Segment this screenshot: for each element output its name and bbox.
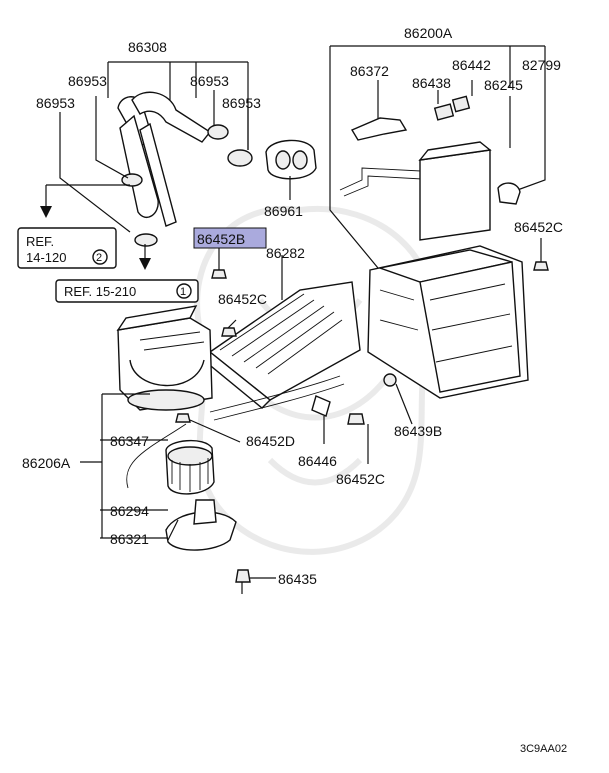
part-grommet — [265, 139, 317, 200]
ref1-line1: REF. — [26, 234, 54, 249]
label-86953-d: 86953 — [222, 95, 261, 111]
ref2-text: REF. 15-210 — [64, 284, 136, 299]
down-arrow-icon-2 — [139, 258, 151, 270]
label-86953-a: 86953 — [68, 73, 107, 89]
label-86452D: 86452D — [246, 433, 295, 449]
screw-86452B — [211, 269, 227, 279]
ref1-line2: 14-120 — [26, 250, 66, 265]
label-86347: 86347 — [110, 433, 149, 449]
blower-motor — [165, 440, 276, 594]
highlight-86452B — [193, 227, 267, 249]
label-86321: 86321 — [110, 531, 149, 547]
label-86282: 86282 — [266, 245, 305, 261]
label-86439B: 86439B — [394, 423, 442, 439]
label-86953-c: 86953 — [36, 95, 75, 111]
ref-box-1: REF. 14-120 2 — [17, 227, 117, 269]
label-86452C-a: 86452C — [514, 219, 563, 235]
label-82799: 82799 — [522, 57, 561, 73]
label-86452B: 86452B — [197, 231, 245, 247]
figure-code: 3C9AA02 — [520, 743, 567, 755]
label-86442: 86442 — [452, 57, 491, 73]
ref1-circle-num: 2 — [96, 252, 102, 264]
label-86452C-b: 86452C — [218, 291, 267, 307]
label-86200A: 86200A — [404, 25, 453, 41]
label-86446: 86446 — [298, 453, 337, 469]
label-86245: 86245 — [484, 77, 523, 93]
label-86308: 86308 — [128, 39, 167, 55]
label-86372: 86372 — [350, 63, 389, 79]
label-86961: 86961 — [264, 203, 303, 219]
part-labels: 86308 86953 86953 86953 86953 86200A 863… — [22, 25, 567, 755]
ref-box-2: REF. 15-210 1 — [55, 279, 199, 303]
label-86438: 86438 — [412, 75, 451, 91]
blower-case — [80, 305, 369, 539]
ref-callouts — [40, 206, 151, 270]
heater-unit — [329, 45, 549, 425]
label-86206A: 86206A — [22, 455, 71, 471]
hose-group — [45, 61, 253, 247]
down-arrow-icon — [40, 206, 52, 218]
label-86953-b: 86953 — [190, 73, 229, 89]
label-86294: 86294 — [110, 503, 149, 519]
label-86452C-c: 86452C — [336, 471, 385, 487]
ref2-circle-num: 1 — [180, 286, 186, 298]
label-86435: 86435 — [278, 571, 317, 587]
duct-86282 — [205, 248, 361, 409]
